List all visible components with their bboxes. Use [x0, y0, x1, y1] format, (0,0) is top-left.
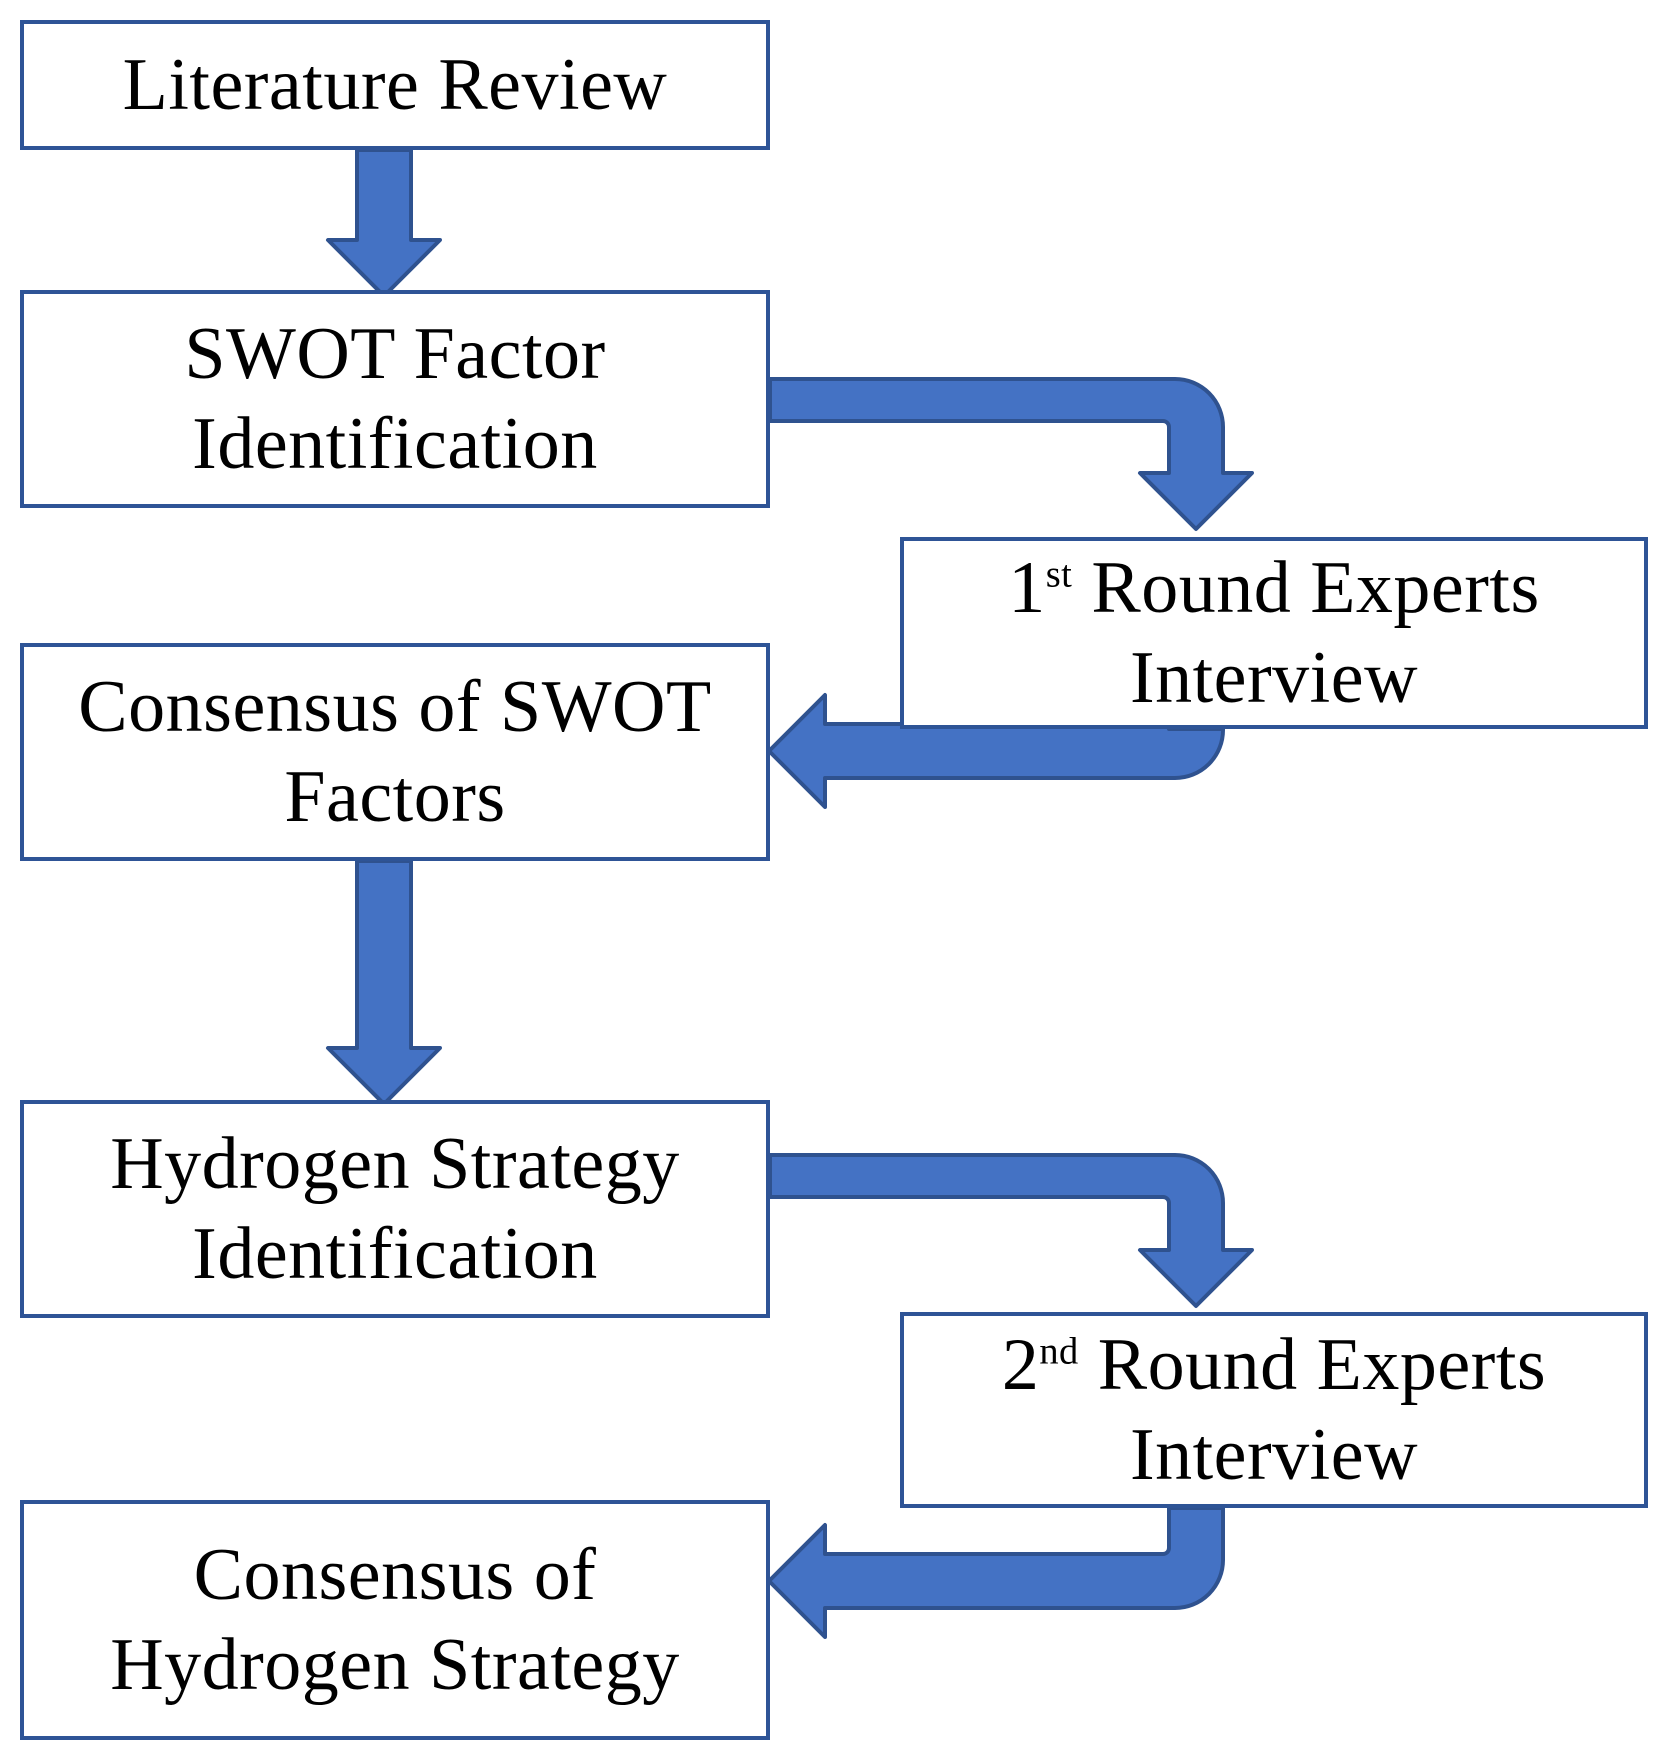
- arrow-hydrogen-strategy-to-second-round: [768, 1153, 1254, 1308]
- node-swot-line2: Identification: [192, 403, 598, 485]
- node-first-round-ordinal: 1: [1008, 546, 1046, 629]
- node-first-round-line1-rest: Round Experts: [1072, 546, 1540, 629]
- arrow-literature-to-swot: [326, 148, 442, 298]
- node-hydrogen-strategy-line2: Identification: [192, 1213, 598, 1295]
- node-second-round-ordinal: 2: [1001, 1323, 1040, 1406]
- node-consensus-swot-line2: Factors: [284, 756, 506, 838]
- node-literature-review-label: Literature Review: [122, 43, 668, 126]
- arrow-swot-to-first-round: [768, 377, 1254, 531]
- node-consensus-hydrogen-line1: Consensus of: [193, 1533, 597, 1616]
- node-first-round-ordinal-suffix: st: [1045, 553, 1073, 596]
- arrow-consensus-swot-to-hydrogen-strategy: [326, 859, 442, 1106]
- node-hydrogen-strategy-line1: Hydrogen Strategy: [110, 1122, 680, 1205]
- node-consensus-hydrogen-line2: Hydrogen Strategy: [110, 1624, 680, 1706]
- node-first-round-line2: Interview: [1129, 637, 1419, 719]
- node-swot-line1: SWOT Factor: [184, 312, 606, 395]
- node-consensus-swot-line1: Consensus of SWOT: [78, 665, 712, 748]
- node-second-round-ordinal-suffix: nd: [1039, 1330, 1079, 1373]
- node-second-round-line1-rest: Round Experts: [1078, 1323, 1547, 1406]
- arrow-second-round-to-consensus-hydrogen: [767, 1506, 1225, 1639]
- node-literature-review[interactable]: Literature Review: [20, 20, 770, 150]
- node-second-round-line2: Interview: [1129, 1414, 1419, 1496]
